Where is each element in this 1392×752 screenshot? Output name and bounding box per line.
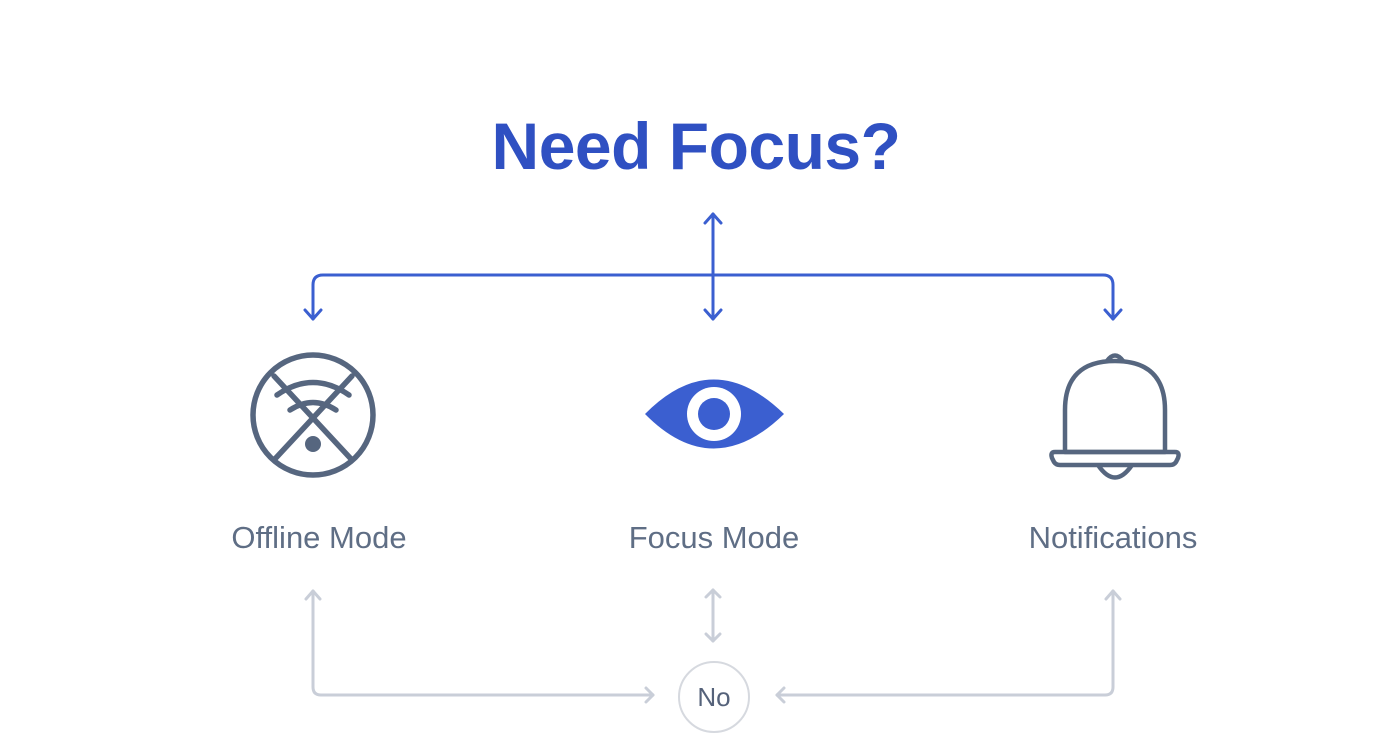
- eye-icon: [645, 379, 784, 449]
- top-connectors: [303, 212, 1123, 321]
- node-label-focus-mode: Focus Mode: [628, 520, 800, 555]
- arrowhead-down-icon: [703, 308, 723, 321]
- bottom-connectors: [304, 588, 1122, 704]
- no-to-notifications-connector: [775, 589, 1115, 697]
- arrowhead-down-right-icon: [1103, 308, 1123, 321]
- branch-bar: [311, 273, 1115, 321]
- arrowhead-up-left-icon: [304, 589, 322, 601]
- decision-no-node: No: [678, 661, 750, 733]
- node-label-notifications: Notifications: [1028, 520, 1198, 555]
- diagram-title: Need Focus?: [491, 109, 901, 183]
- arrowhead-left-icon: [775, 686, 786, 704]
- arrowhead-right-icon: [644, 686, 655, 704]
- arrowhead-up-center-icon: [704, 588, 722, 599]
- no-to-offline-connector: [311, 589, 655, 697]
- wifi-off-icon: [250, 352, 376, 478]
- decision-no-label: No: [697, 681, 731, 712]
- arrowhead-up-icon: [703, 212, 723, 225]
- arrowhead-down-left-icon: [303, 308, 323, 321]
- arrowhead-down-center-icon: [704, 632, 722, 643]
- node-label-offline-mode: Offline Mode: [231, 520, 407, 555]
- bell-icon: [1049, 353, 1181, 480]
- arrowhead-up-right-icon: [1104, 589, 1122, 601]
